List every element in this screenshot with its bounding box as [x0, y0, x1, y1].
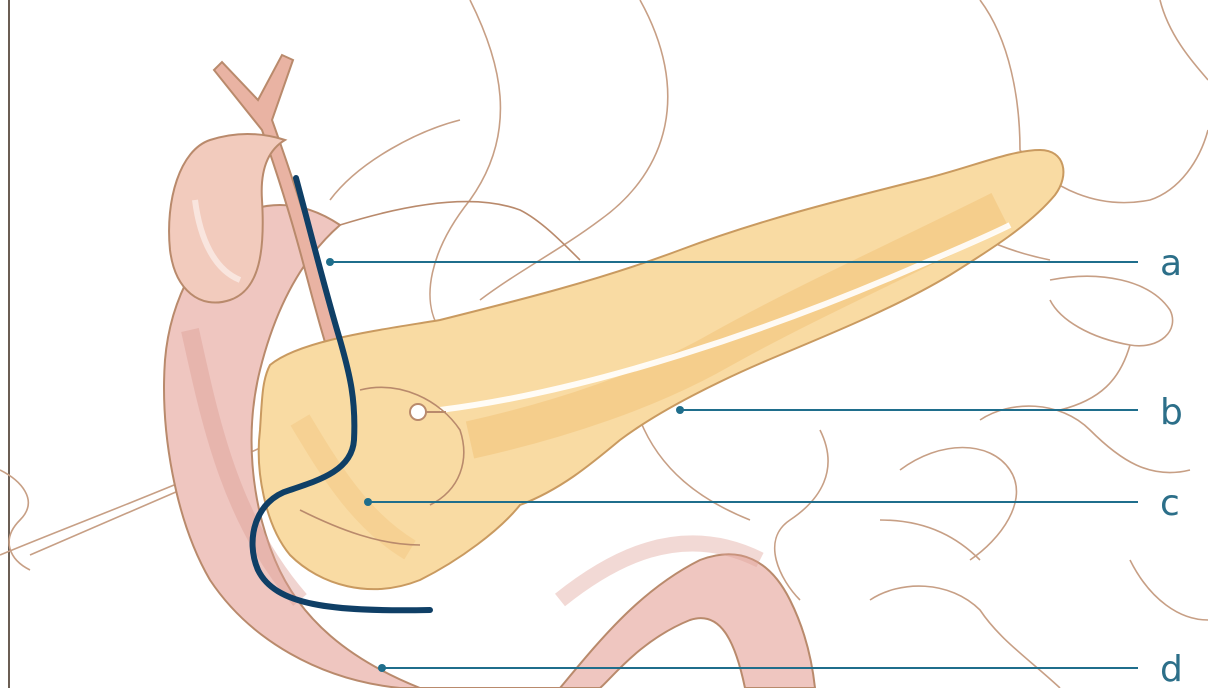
label-b: b — [1160, 392, 1183, 433]
label-d: d — [1160, 649, 1183, 688]
label-a: a — [1160, 243, 1182, 284]
leader-dot-b — [676, 406, 684, 414]
label-c: c — [1160, 483, 1180, 524]
leader-dot-a — [326, 258, 334, 266]
pancreas — [259, 150, 1064, 589]
leader-dot-d — [378, 664, 386, 672]
leader-dot-c — [364, 498, 372, 506]
